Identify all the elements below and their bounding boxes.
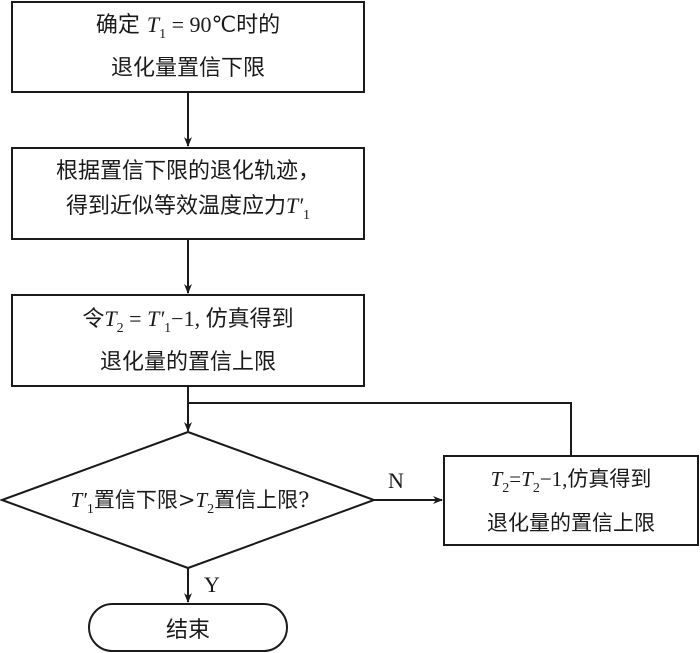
step4-line2: 退化量的置信上限	[487, 510, 655, 535]
decision-rest: 置信上限?	[214, 488, 310, 512]
end-text: 结束	[165, 617, 210, 643]
step1-rest: = 90℃时的	[166, 12, 281, 37]
step2-box: 根据置信下限的退化轨迹， 得到近似等效温度应力T′1	[11, 147, 365, 240]
no-label: N	[388, 468, 404, 493]
var-t: T	[104, 305, 117, 331]
decision-mid: 置信下限>	[93, 488, 196, 512]
step2-line1: 根据置信下限的退化轨迹，	[55, 158, 320, 184]
decision-text: T′1置信下限>T2置信上限?	[20, 484, 360, 518]
var-t: T	[490, 466, 503, 491]
step1-line1: 确定 T1 = 90℃时的	[96, 8, 280, 52]
subscript: 2	[116, 320, 124, 336]
subscript: 2	[207, 502, 215, 517]
yes-label: Y	[204, 572, 220, 597]
subscript: 1	[86, 502, 94, 517]
step3-rest: −1, 仿真得到	[171, 305, 294, 331]
subscript: 2	[532, 480, 540, 496]
equals: =	[123, 305, 148, 331]
step3-prefix: 令	[82, 306, 105, 332]
var-t-prime: T′	[70, 488, 87, 512]
var-t-prime: T′	[285, 192, 304, 218]
var-t-prime: T′	[147, 305, 165, 331]
step4-box: T2=T2−1,仿真得到 退化量的置信上限	[443, 455, 699, 546]
loop-back-line	[188, 402, 572, 455]
subscript: 1	[164, 320, 172, 336]
subscript: 2	[502, 480, 510, 496]
step3-box: 令T2 = T′1−1, 仿真得到 退化量的置信上限	[11, 294, 365, 387]
subscript: 1	[159, 27, 167, 42]
step3-line2: 退化量的置信上限	[99, 349, 276, 375]
end-terminal: 结束	[88, 603, 288, 652]
subscript: 1	[303, 207, 311, 223]
step3-line1: 令T2 = T′1−1, 仿真得到	[82, 302, 293, 346]
var-t: T	[146, 12, 160, 37]
var-t: T	[195, 488, 208, 512]
step1-prefix: 确定	[95, 13, 147, 38]
step2-prefix: 得到近似等效温度应力	[65, 193, 286, 219]
step2-line2: 得到近似等效温度应力T′1	[66, 189, 310, 233]
step1-box: 确定 T1 = 90℃时的 退化量置信下限	[11, 1, 365, 93]
var-t: T	[521, 466, 533, 491]
step4-rest: −1,仿真得到	[539, 466, 652, 491]
step4-line1: T2=T2−1,仿真得到	[491, 462, 652, 506]
step1-line2: 退化量置信下限	[110, 56, 265, 81]
equals: =	[509, 466, 522, 491]
